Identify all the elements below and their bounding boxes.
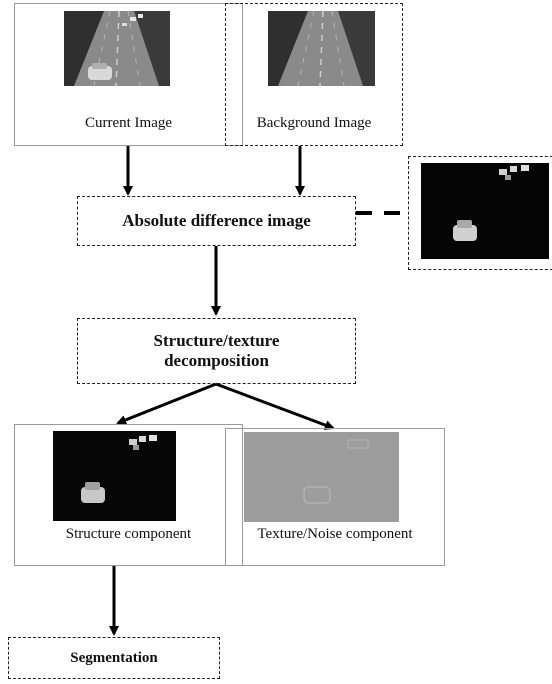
background-image-label: Background Image bbox=[256, 115, 372, 131]
decomposition-label-line2: decomposition bbox=[164, 351, 269, 370]
difference-preview-box bbox=[408, 156, 552, 270]
current-image-box: Current Image bbox=[14, 3, 243, 146]
texture-component-box: Texture/Noise component bbox=[225, 428, 445, 566]
arrow-decomposition-to-structure bbox=[116, 382, 217, 425]
difference-image-thumbnail bbox=[421, 163, 549, 259]
texture-component-label: Texture/Noise component bbox=[257, 526, 413, 542]
structure-component-label: Structure component bbox=[65, 526, 192, 542]
texture-image-thumbnail bbox=[244, 432, 399, 522]
segmentation-box: Segmentation bbox=[8, 637, 220, 679]
decomposition-label-line1: Structure/texture bbox=[153, 331, 280, 350]
absolute-difference-box: Absolute difference image bbox=[77, 196, 356, 246]
current-image-thumbnail bbox=[64, 11, 170, 86]
segmentation-label: Segmentation bbox=[70, 649, 158, 666]
structure-component-box: Structure component bbox=[14, 424, 243, 566]
decomposition-box: Structure/texture decomposition bbox=[77, 318, 356, 384]
current-image-label: Current Image bbox=[84, 115, 173, 131]
absolute-difference-label: Absolute difference image bbox=[122, 211, 311, 230]
structure-image-thumbnail bbox=[53, 431, 176, 521]
arrow-decomposition-to-texture bbox=[215, 382, 335, 430]
background-image-thumbnail bbox=[268, 11, 375, 86]
background-image-box: Background Image bbox=[225, 3, 403, 146]
